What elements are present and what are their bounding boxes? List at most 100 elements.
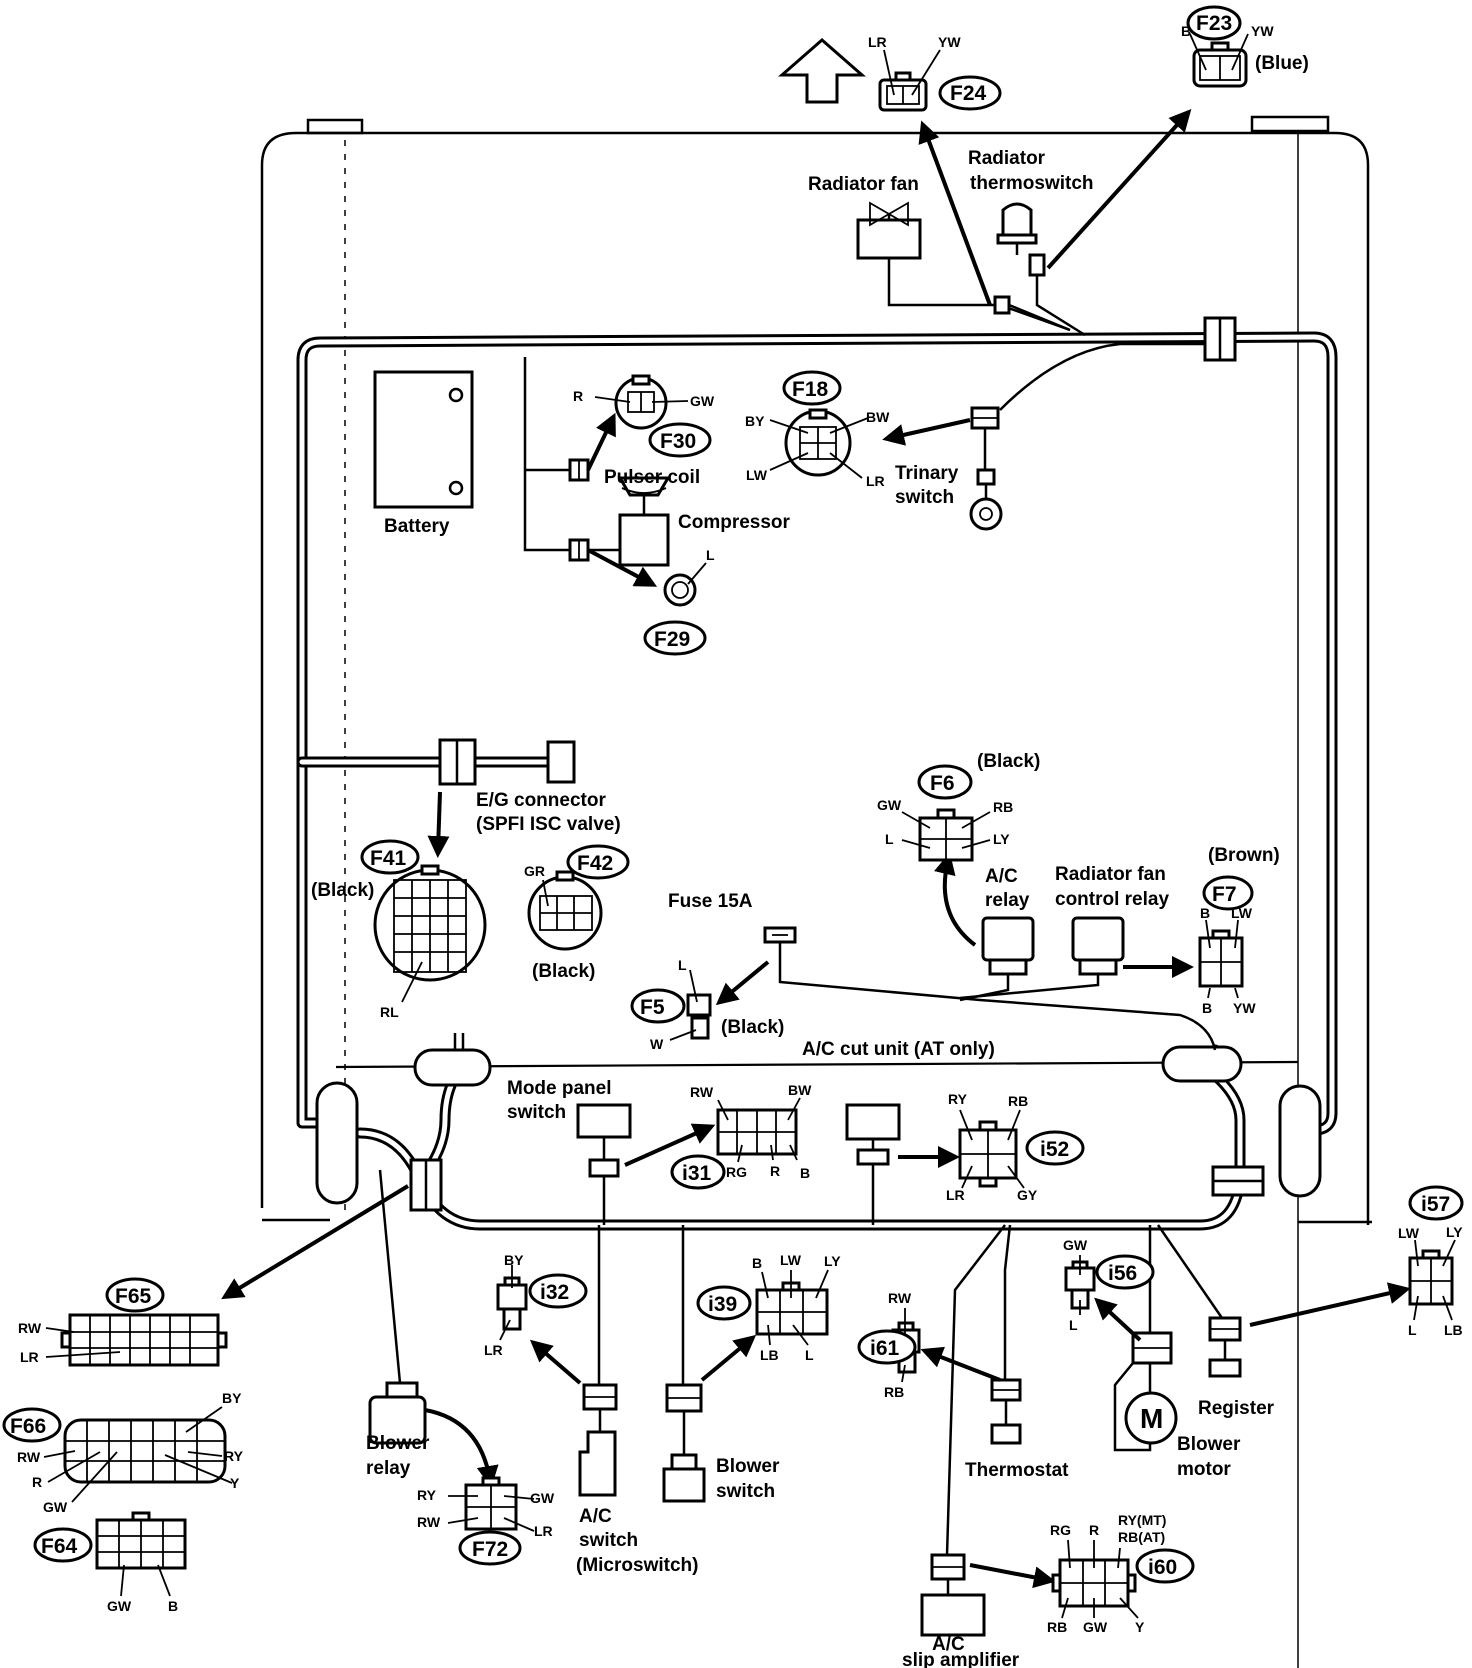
pin-F6-LY: LY (993, 831, 1010, 847)
connector-i52 (958, 1109, 1085, 1189)
label-ac-cut-unit: A/C cut unit (AT only) (802, 1039, 995, 1060)
label-ac-relay-2: relay (985, 890, 1030, 911)
pin-F7-B1: B (1200, 905, 1210, 921)
connector-F64 (33, 1511, 187, 1597)
pin-F72-LR: LR (534, 1523, 553, 1539)
pin-F7-LW: LW (1231, 905, 1253, 921)
label-trinary-1: Trinary (895, 463, 959, 484)
thermostat (920, 1224, 1022, 1445)
blower-relay (368, 1169, 499, 1488)
connector-F5 (630, 969, 712, 1041)
pin-F41-RL: RL (380, 1004, 399, 1020)
ac-switch (529, 1225, 618, 1497)
pin-i52-RB: RB (1008, 1093, 1028, 1109)
pin-F18-BW: BW (866, 409, 890, 425)
pin-i31-B: B (800, 1165, 810, 1181)
pin-i52-GY: GY (1017, 1187, 1038, 1203)
pin-F7-B2: B (1202, 1000, 1212, 1016)
pin-i56-GW: GW (1063, 1237, 1088, 1253)
eg-connector (296, 738, 576, 858)
pin-F66-RW: RW (17, 1449, 41, 1465)
blower-switch (662, 1225, 757, 1503)
pin-F65-RW: RW (18, 1320, 42, 1336)
radiator-fan (856, 201, 1071, 332)
label-blower-motor-1: Blower (1177, 1434, 1241, 1455)
pin-i60-RB: RB (1047, 1619, 1067, 1635)
connector-F23 (1186, 5, 1249, 88)
label-radiator-fan: Radiator fan (808, 174, 919, 195)
connector-i32 (496, 1265, 588, 1341)
pin-F66-RY: RY (224, 1448, 244, 1464)
id-F41: F41 (370, 847, 407, 870)
pin-i31-R: R (770, 1163, 780, 1179)
compressor (617, 476, 671, 567)
pin-F6-GW: GW (877, 797, 902, 813)
label-mode-panel-1: Mode panel (507, 1078, 612, 1099)
pin-i31-BW: BW (788, 1082, 812, 1098)
label-slip-amp-2: slip amplifier (902, 1650, 1020, 1668)
id-i56: i56 (1108, 1262, 1137, 1285)
battery (373, 370, 474, 509)
pin-F18-LR: LR (866, 473, 885, 489)
connector-F29 (643, 562, 707, 656)
color-F41: (Black) (311, 880, 374, 901)
connector-F42 (527, 844, 630, 951)
label-thermostat: Thermostat (965, 1460, 1069, 1481)
id-F72: F72 (472, 1538, 508, 1561)
pin-F64-B: B (168, 1598, 178, 1614)
pin-i31-RW: RW (690, 1084, 714, 1100)
pin-F23-B: B (1181, 23, 1191, 39)
label-battery: Battery (384, 516, 450, 537)
pin-i60-RYMT: RY(MT) (1118, 1512, 1166, 1528)
pin-i57-LY: LY (1446, 1224, 1463, 1240)
id-F42: F42 (577, 852, 613, 875)
motor-symbol: M (1140, 1403, 1163, 1434)
label-mode-panel-2: switch (507, 1102, 566, 1123)
connector-F18 (769, 370, 869, 479)
connector-i31 (670, 1097, 801, 1190)
pin-F23-YW: YW (1251, 23, 1274, 39)
pin-F18-LW: LW (746, 467, 768, 483)
connector-i57 (1408, 1185, 1464, 1321)
label-slip-amp-1: A/C (932, 1634, 965, 1655)
pin-F66-Y: Y (230, 1475, 240, 1491)
pin-F30-GW: GW (690, 393, 715, 409)
pin-i61-RW: RW (888, 1290, 912, 1306)
pin-F72-RY: RY (417, 1487, 437, 1503)
id-i57: i57 (1421, 1193, 1450, 1216)
color-F6: (Black) (977, 751, 1040, 772)
pin-i39-B: B (752, 1255, 762, 1271)
connector-F65 (45, 1277, 228, 1367)
front-direction-arrow (778, 38, 866, 104)
pin-F24-LR: LR (868, 34, 887, 50)
label-trinary-2: switch (895, 487, 954, 508)
label-ac-switch-2: switch (579, 1530, 638, 1551)
pin-F24-YW: YW (938, 34, 961, 50)
pin-F66-GW: GW (43, 1499, 68, 1515)
pin-F7-YW: YW (1233, 1000, 1256, 1016)
label-blower-motor-2: motor (1177, 1459, 1231, 1480)
id-F65: F65 (115, 1285, 152, 1308)
pin-F5-W: W (650, 1036, 664, 1052)
id-F24: F24 (950, 82, 987, 105)
vehicle-body-outline (260, 115, 1372, 1668)
pin-i61-RB: RB (884, 1384, 904, 1400)
pin-i31-RG: RG (726, 1164, 747, 1180)
pin-i60-Y: Y (1135, 1619, 1145, 1635)
pin-i39-LW: LW (780, 1252, 802, 1268)
connector-F41 (360, 839, 487, 1003)
label-blower-relay-1: Blower (366, 1433, 430, 1454)
pin-F6-RB: RB (993, 799, 1013, 815)
trinary-switch (882, 342, 1205, 531)
ac-slip-amplifier (920, 1224, 1056, 1637)
pin-i56-L: L (1069, 1317, 1078, 1333)
pin-i57-LW: LW (1398, 1225, 1420, 1241)
id-i60: i60 (1148, 1556, 1177, 1579)
pin-i32-LR: LR (484, 1342, 503, 1358)
register (1156, 1224, 1411, 1378)
id-i32: i32 (540, 1281, 569, 1304)
connector-F6 (901, 764, 991, 862)
color-F23: (Blue) (1255, 53, 1309, 74)
arrow-to-F24 (918, 120, 992, 306)
